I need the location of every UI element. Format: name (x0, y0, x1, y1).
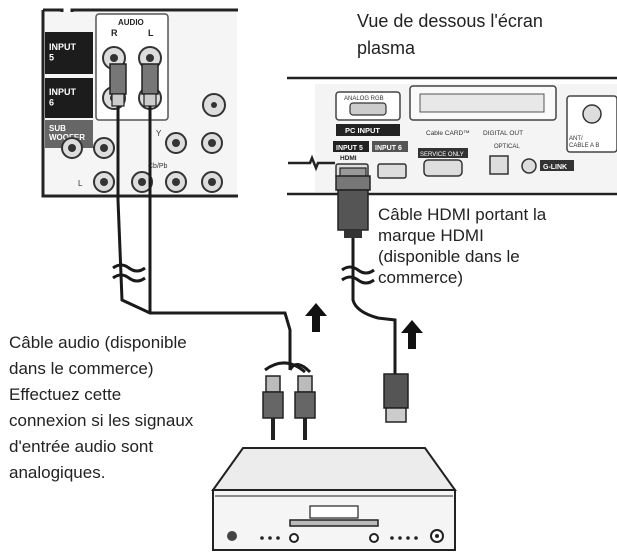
input5-label: INPUT 5 (49, 42, 79, 62)
pc-input-label: PC INPUT (345, 126, 380, 135)
l-bottom-label: L (78, 179, 83, 188)
hdmi-cable-caption: Câble HDMI portant la marque HDMI (dispo… (378, 205, 547, 287)
g-link-label: G-LINK (543, 164, 567, 171)
input5-tab (333, 141, 369, 152)
rca-plug-bottom (262, 375, 316, 440)
input6-label: INPUT 6 (49, 87, 79, 107)
audio-header: AUDIO (118, 18, 144, 27)
hdmi-cable (341, 236, 397, 375)
audio-r-label: R (111, 28, 118, 38)
input6-tab (372, 141, 408, 152)
rca-jack (93, 137, 115, 159)
plasma-view-caption: Vue de dessous l'écran plasma (357, 11, 543, 58)
source-device (211, 447, 457, 551)
digital-out-label: DIGITAL OUT (483, 130, 523, 137)
hdmi-plug-bottom (383, 373, 409, 423)
rca-plug-top (109, 63, 159, 107)
rca-jack (61, 137, 83, 159)
arrow-up-icon (401, 320, 423, 349)
input6-tab-label: INPUT 6 (375, 145, 402, 152)
subwoofer-label: SUB WOOFER (49, 124, 85, 142)
y-label: Y (156, 129, 162, 138)
rca-jack (201, 171, 223, 193)
hdmi-port-label: HDMI (340, 155, 357, 162)
antenna-label: ANT/ CABLE A B (569, 136, 599, 149)
s-video-jack (202, 93, 226, 117)
hdmi-plug-top (335, 167, 371, 238)
analog-rgb-label: ANALOG RGB (344, 96, 384, 102)
cable-card-label: Cable CARD™ (426, 130, 470, 137)
service-only-tab (418, 148, 468, 158)
rca-jack (201, 132, 223, 154)
service-only-label: SERVICE ONLY (420, 152, 464, 158)
audio-l-label: L (148, 28, 154, 38)
pc-input-label-box (336, 124, 400, 136)
rca-jack (93, 171, 115, 193)
input5-tab-label: INPUT 5 (336, 145, 363, 152)
rca-jack (131, 171, 153, 193)
av-input-panel: INPUT 5 INPUT 6 SUB WOOFER AUDIO R L Y C… (41, 8, 238, 198)
optical-label: OPTICAL (494, 144, 520, 150)
rca-jack (165, 132, 187, 154)
input6-label-box (45, 78, 93, 118)
rca-jack (165, 171, 187, 193)
arrow-up-icon (305, 303, 327, 332)
input5-label-box (45, 32, 93, 74)
g-link-tab (540, 160, 574, 171)
audio-cable (112, 66, 312, 374)
audio-cable-caption: Câble audio (disponible dans le commerce… (9, 333, 194, 482)
cbpb-label: Cb/Pb (148, 163, 168, 170)
